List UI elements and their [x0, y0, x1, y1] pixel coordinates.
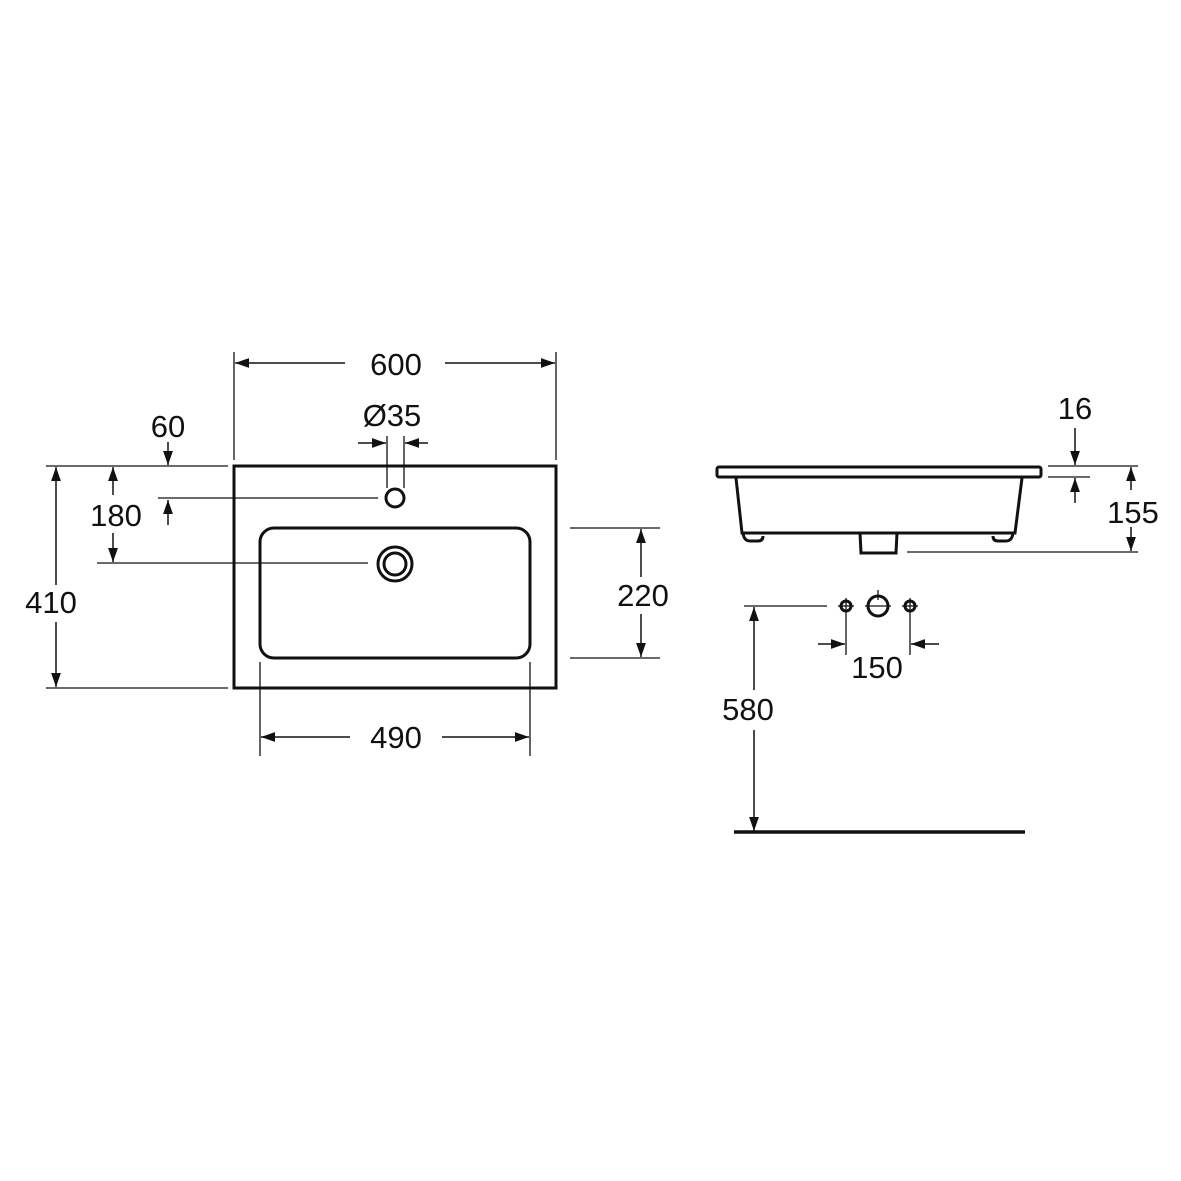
dimension-width-600: 600 [233, 347, 557, 460]
tap-hole-label: Ø35 [363, 398, 422, 433]
left-foot [741, 532, 765, 543]
dimension-mounting-height: 580 [722, 605, 827, 831]
bowl-width-label: 490 [370, 720, 422, 755]
dimension-drain-offset: 180 [90, 467, 368, 564]
countertop-rim [715, 465, 1043, 479]
drain-icon [376, 545, 414, 583]
side-view: 16 155 150 [715, 391, 1159, 834]
mounting-height-label: 580 [722, 692, 774, 727]
bowl-depth-label: 220 [617, 578, 669, 613]
bowl-outline [258, 526, 532, 660]
dimension-tap-spacing: 150 [818, 614, 939, 685]
dimension-bowl-depth: 220 [570, 527, 669, 659]
tap-hole [384, 487, 406, 509]
tap-spacing-label: 150 [851, 650, 903, 685]
depth-label: 410 [25, 585, 77, 620]
bowl-profile [734, 477, 1024, 535]
top-view: 600 Ø35 60 180 [25, 347, 669, 756]
drain-offset-label: 180 [90, 498, 142, 533]
tap-holes-icon [838, 590, 918, 618]
basin-outline [232, 464, 558, 690]
dimension-rim-thickness: 16 [1048, 391, 1138, 503]
width-label: 600 [370, 347, 422, 382]
right-foot [991, 532, 1015, 543]
height-label: 155 [1107, 495, 1159, 530]
dimension-depth: 410 [25, 467, 228, 689]
dimension-tap-hole: Ø35 [358, 398, 428, 488]
rim-thickness-label: 16 [1058, 391, 1092, 426]
dimension-height: 155 [907, 467, 1159, 553]
dimension-bowl-width: 490 [259, 662, 531, 756]
tap-offset-label: 60 [151, 409, 185, 444]
dimension-tap-offset: 60 [46, 409, 378, 525]
drain-outlet [858, 532, 899, 555]
